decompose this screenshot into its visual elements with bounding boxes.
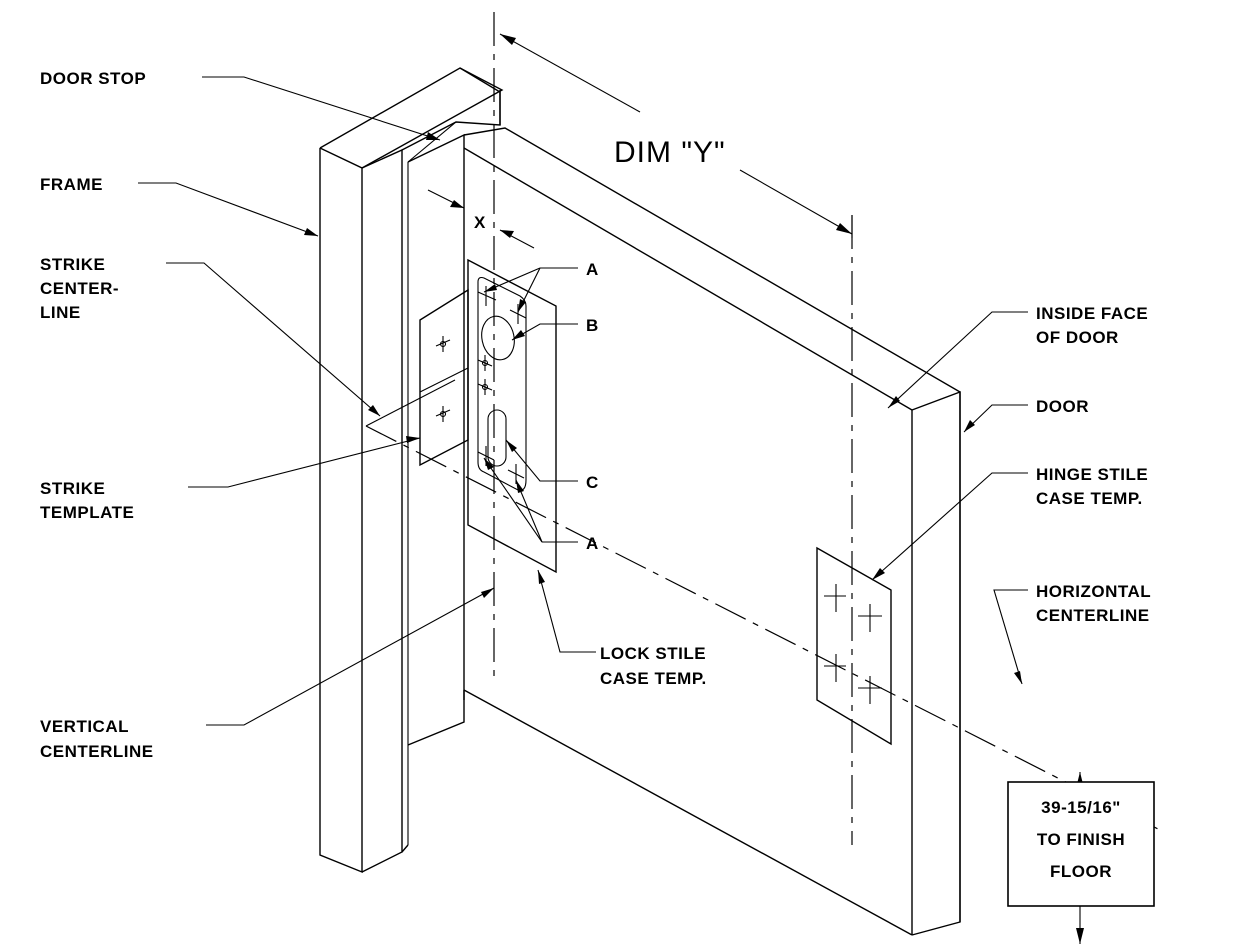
label-door: DOOR [1036,397,1089,416]
label-vertical-centerline-1: VERTICAL [40,717,129,736]
label-horizontal-centerline-2: CENTERLINE [1036,606,1150,625]
leader-lines [138,76,1028,726]
dim-y-label: DIM "Y" [614,136,726,169]
label-hinge-stile-1: HINGE STILE [1036,465,1148,484]
label-lock-stile-1: LOCK STILE [600,644,706,663]
label-strike-centerline-2: CENTER- [40,279,119,298]
floor-dimension-box [1007,781,1155,907]
dim-x-label: X [474,213,486,232]
label-a-bottom: A [586,534,599,553]
label-strike-centerline-3: LINE [40,303,81,322]
label-strike-centerline-1: STRIKE [40,255,105,274]
hinge-stile-template-drawing [816,546,892,746]
floor-dimension-line-1: 39-15/16" [1041,798,1121,817]
label-b: B [586,316,599,335]
label-horizontal-centerline-1: HORIZONTAL [1036,582,1151,601]
label-vertical-centerline-2: CENTERLINE [40,742,154,761]
floor-dimension-line-3: FLOOR [1050,862,1112,881]
centerlines [365,12,1161,845]
floor-dimension: 39-15/16" TO FINISH FLOOR [1007,772,1155,944]
label-c: C [586,473,599,492]
strike-template-drawing [419,288,469,467]
door-drawing [463,127,961,936]
label-strike-template-1: STRIKE [40,479,105,498]
label-hinge-stile-2: CASE TEMP. [1036,489,1143,508]
x-dimension: X [427,189,535,249]
label-frame: FRAME [40,175,103,194]
label-inside-face-1: INSIDE FACE [1036,304,1148,323]
floor-dimension-line-2: TO FINISH [1037,830,1125,849]
label-inside-face-2: OF DOOR [1036,328,1119,347]
door-stop-drawing [407,121,465,746]
label-a-top: A [586,260,599,279]
label-strike-template-2: TEMPLATE [40,503,134,522]
callout-labels: DOOR STOP FRAME STRIKE CENTER- LINE STRI… [40,69,1151,761]
frame-drawing [319,67,504,874]
dim-y-dimension: DIM "Y" [499,33,853,238]
label-door-stop: DOOR STOP [40,69,146,88]
lock-stile-template-drawing [467,258,557,574]
label-lock-stile-2: CASE TEMP. [600,669,707,688]
